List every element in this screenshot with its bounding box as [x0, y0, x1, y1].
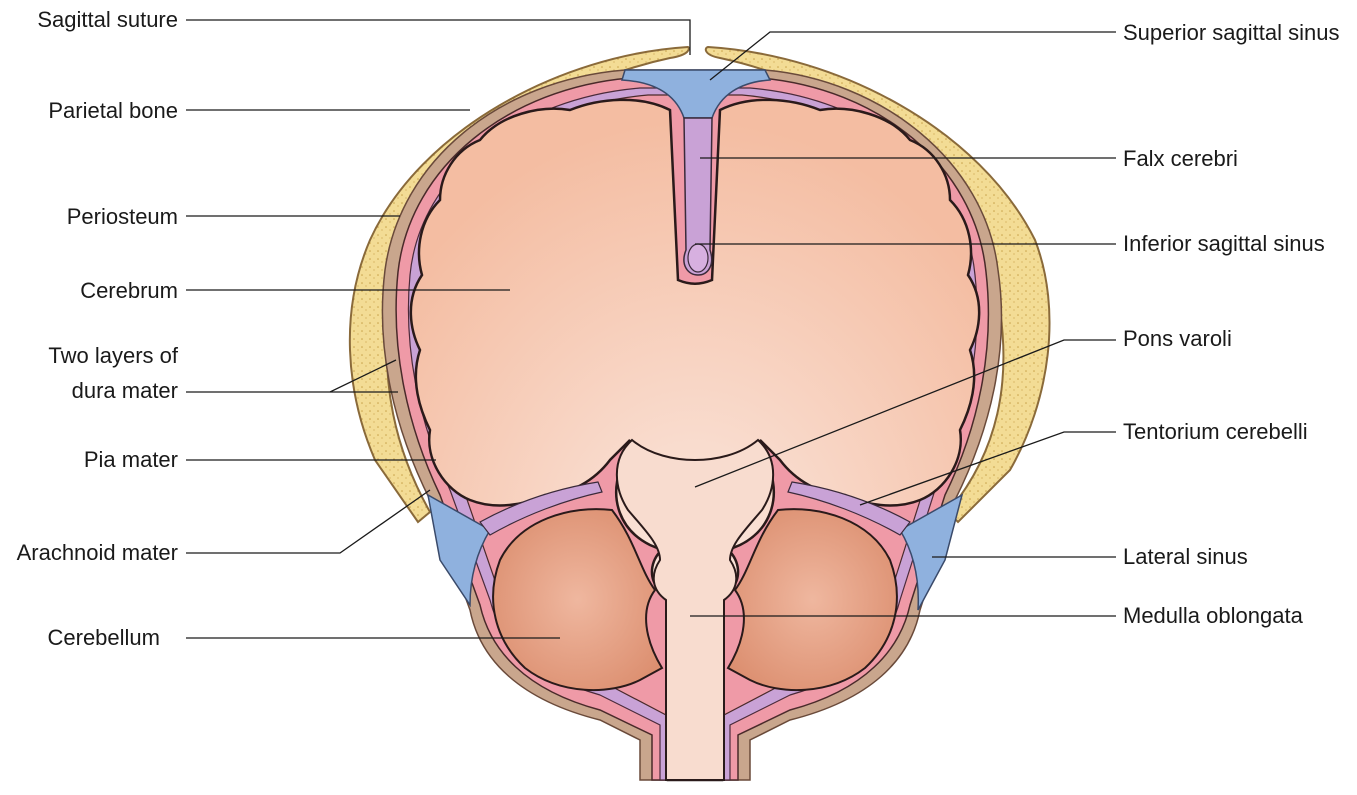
cerebellum-left — [492, 508, 664, 692]
label-pons-varoli: Pons varoli — [1123, 326, 1232, 351]
label-medulla-oblongata: Medulla oblongata — [1123, 603, 1304, 628]
cerebellum-right — [726, 508, 898, 692]
tentorium-cerebelli-left — [479, 481, 603, 536]
falx-cerebri — [683, 117, 713, 276]
label-falx-cerebri: Falx cerebri — [1123, 146, 1238, 171]
label-sagittal-suture: Sagittal suture — [37, 7, 178, 32]
brainstem — [615, 438, 775, 781]
label-periosteum: Periosteum — [67, 204, 178, 229]
label-cerebrum: Cerebrum — [80, 278, 178, 303]
label-tentorium-cerebelli: Tentorium cerebelli — [1123, 419, 1308, 444]
label-inferior-sagittal-sinus: Inferior sagittal sinus — [1123, 231, 1325, 256]
label-pia-mater: Pia mater — [84, 447, 178, 472]
label-parietal-bone: Parietal bone — [48, 98, 178, 123]
label-cerebellum: Cerebellum — [48, 625, 161, 650]
label-dura-mater-line2: dura mater — [72, 378, 178, 403]
label-arachnoid-mater: Arachnoid mater — [17, 540, 178, 565]
tentorium-cerebelli-right — [787, 481, 911, 536]
label-superior-sagittal-sinus: Superior sagittal sinus — [1123, 20, 1339, 45]
label-dura-mater-line1: Two layers of — [48, 343, 178, 368]
leader-lines-right — [690, 31, 1116, 617]
inferior-sagittal-sinus — [687, 243, 709, 273]
leader-lines-left — [186, 19, 691, 639]
label-lateral-sinus: Lateral sinus — [1123, 544, 1248, 569]
